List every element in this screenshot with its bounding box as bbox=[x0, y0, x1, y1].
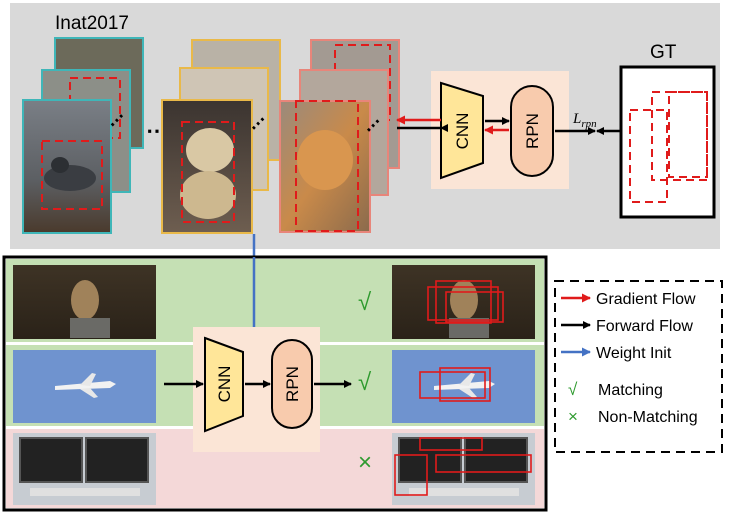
legend-forward-flow-label: Forward Flow bbox=[596, 318, 693, 335]
bottom-rpn-label: RPN bbox=[283, 366, 302, 402]
top-cnn-block bbox=[440, 81, 484, 180]
gt-label: GT bbox=[650, 42, 677, 63]
monitor-input-image bbox=[13, 433, 156, 505]
hawk-output-image bbox=[392, 265, 535, 339]
image-stack-birds bbox=[22, 37, 144, 234]
top-rpn-label: RPN bbox=[523, 113, 542, 149]
top-cnn-label: CNN bbox=[453, 113, 472, 150]
legend-box bbox=[554, 280, 723, 453]
plane-output-image bbox=[392, 350, 535, 423]
hawk-input-image bbox=[13, 265, 156, 339]
legend-weight-init-label: Weight Init bbox=[596, 345, 672, 362]
top-rpn-block bbox=[510, 85, 554, 177]
legend-matching-label: Matching bbox=[598, 382, 663, 399]
plane-input-image bbox=[13, 350, 156, 423]
image-stack-dogs bbox=[161, 39, 281, 234]
legend-gradient-flow-label: Gradient Flow bbox=[596, 291, 696, 308]
dataset-label: Inat2017 bbox=[55, 13, 129, 34]
image-stack-cats bbox=[279, 39, 400, 233]
bottom-rpn-block bbox=[271, 339, 313, 429]
bottom-cnn-block bbox=[204, 336, 244, 433]
row-3-mark: × bbox=[358, 449, 372, 476]
row-1-mark: √ bbox=[358, 289, 372, 316]
legend-non-matching-label: Non-Matching bbox=[598, 409, 698, 426]
bird-image bbox=[22, 99, 112, 234]
legend-matching-icon: √ bbox=[568, 380, 578, 399]
monitor-output-image bbox=[392, 433, 535, 505]
row-2-mark: √ bbox=[358, 369, 372, 396]
legend-non-matching-icon: × bbox=[568, 407, 578, 426]
bottom-cnn-label: CNN bbox=[215, 366, 234, 403]
